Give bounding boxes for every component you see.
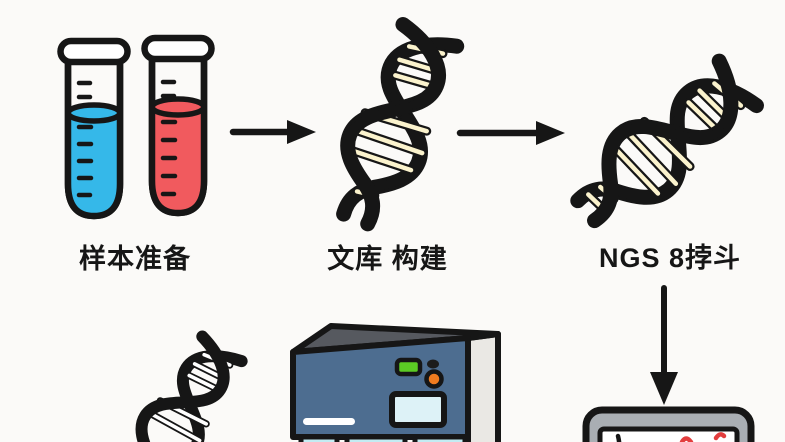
green-led-button (394, 357, 423, 377)
strand-segment-blue (398, 20, 443, 111)
arrow-right-icon (229, 120, 316, 144)
strand-segment-salmon (138, 398, 199, 442)
machine-screen (389, 391, 447, 428)
tube-rim (57, 37, 131, 66)
sequencer-instrument-icon (290, 323, 501, 442)
step-label-library-construction: 文库 构建 (327, 244, 448, 274)
monitor-screen (597, 426, 740, 442)
test-tube-blue (57, 37, 131, 220)
liquid-red (152, 107, 204, 213)
strand-segment-green (616, 123, 690, 141)
tube-ticks (76, 80, 94, 198)
test-tube-red (141, 34, 215, 217)
machine-slot (303, 418, 355, 425)
step-label-ngs-sequencing: NGS 8挬斗 (598, 243, 742, 273)
test-tubes-icon (57, 34, 215, 220)
trace-black (615, 433, 622, 442)
machine-side-panel (465, 331, 501, 442)
dna-helix-ngs-icon (570, 53, 764, 229)
results-monitor-icon (582, 406, 755, 442)
strand-segment-blue (191, 333, 227, 406)
dna-helix-partial-icon (135, 330, 248, 442)
strand-segment-green (714, 56, 736, 136)
arrow-right-icon (456, 121, 565, 145)
trace-red (713, 432, 727, 441)
tube-ticks (160, 79, 178, 197)
strand-segment-blue (590, 129, 625, 225)
small-black-dot (427, 359, 439, 369)
liquid-blue (68, 113, 120, 216)
orange-power-button (424, 369, 444, 389)
machine-drawers (298, 434, 468, 442)
arrow-down-icon (650, 285, 678, 405)
step-label-sample-prep: 样本准备 (79, 244, 191, 274)
tube-rim (141, 34, 215, 63)
strand-segment-green (343, 102, 413, 229)
dna-helix-library-icon (336, 16, 465, 232)
trace-red (679, 436, 694, 442)
